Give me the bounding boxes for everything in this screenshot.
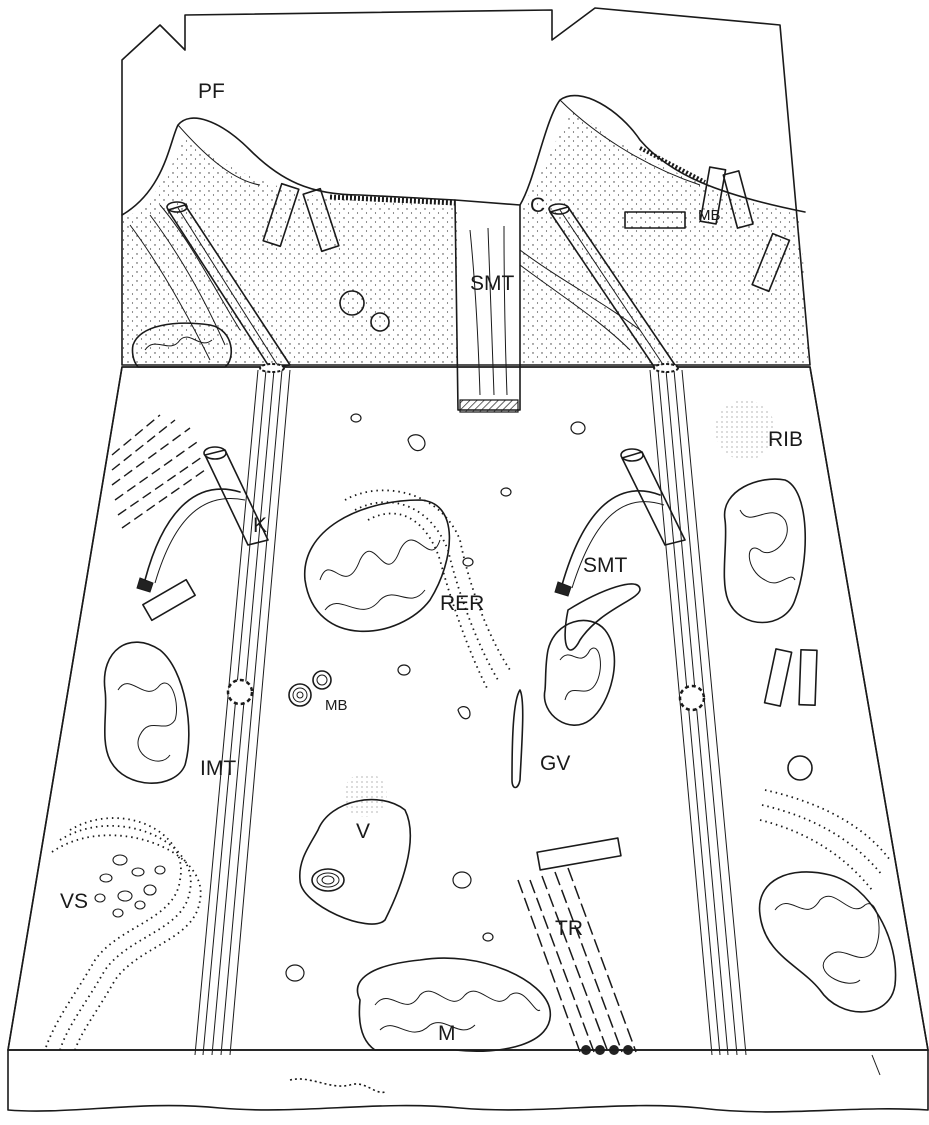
label-vs: VS <box>60 890 88 913</box>
rer-right <box>760 790 890 890</box>
label-mb-top: MB <box>698 207 721 224</box>
mitochondrion-center <box>305 500 450 631</box>
granule-mid-right <box>788 756 812 780</box>
microtubule-bundle-right-2 <box>799 650 817 706</box>
mitochondrion-right-upper <box>724 479 805 622</box>
label-m: M <box>438 1022 456 1045</box>
label-gv: GV <box>540 752 570 775</box>
label-smt-top: SMT <box>470 272 515 295</box>
fine-stipple-patch <box>343 773 387 817</box>
label-pf: PF <box>198 80 225 103</box>
label-tr: TR <box>555 917 583 940</box>
transverse-rootlet <box>518 838 636 1055</box>
label-rib: RIB <box>768 428 803 451</box>
imt-bundle-left <box>195 364 290 1055</box>
label-imt: IMT <box>200 757 236 780</box>
label-rer: RER <box>440 592 484 615</box>
imt-bundle-right <box>650 364 746 1055</box>
label-c: C <box>530 194 545 217</box>
mitochondrion-left <box>104 642 188 783</box>
golgi-vesicle-2 <box>565 584 640 650</box>
label-smt-mid: SMT <box>583 554 628 577</box>
golgi-vesicle-1 <box>512 690 523 788</box>
ribosome-cluster <box>715 400 775 460</box>
rer <box>345 490 510 690</box>
mitochondrion-lower-right <box>760 872 896 1012</box>
centriole-mid-left <box>137 447 268 592</box>
mitochondrion-center-right <box>544 620 614 725</box>
fibre-array-left <box>112 415 205 528</box>
microtubule-bundle-right-1 <box>765 649 792 706</box>
label-k: K <box>253 514 267 537</box>
vesicle-system <box>45 818 201 1050</box>
label-v: V <box>356 820 370 843</box>
label-mb-mid: MB <box>325 697 348 714</box>
vacuole <box>300 800 411 924</box>
basal-layer <box>8 1050 928 1112</box>
